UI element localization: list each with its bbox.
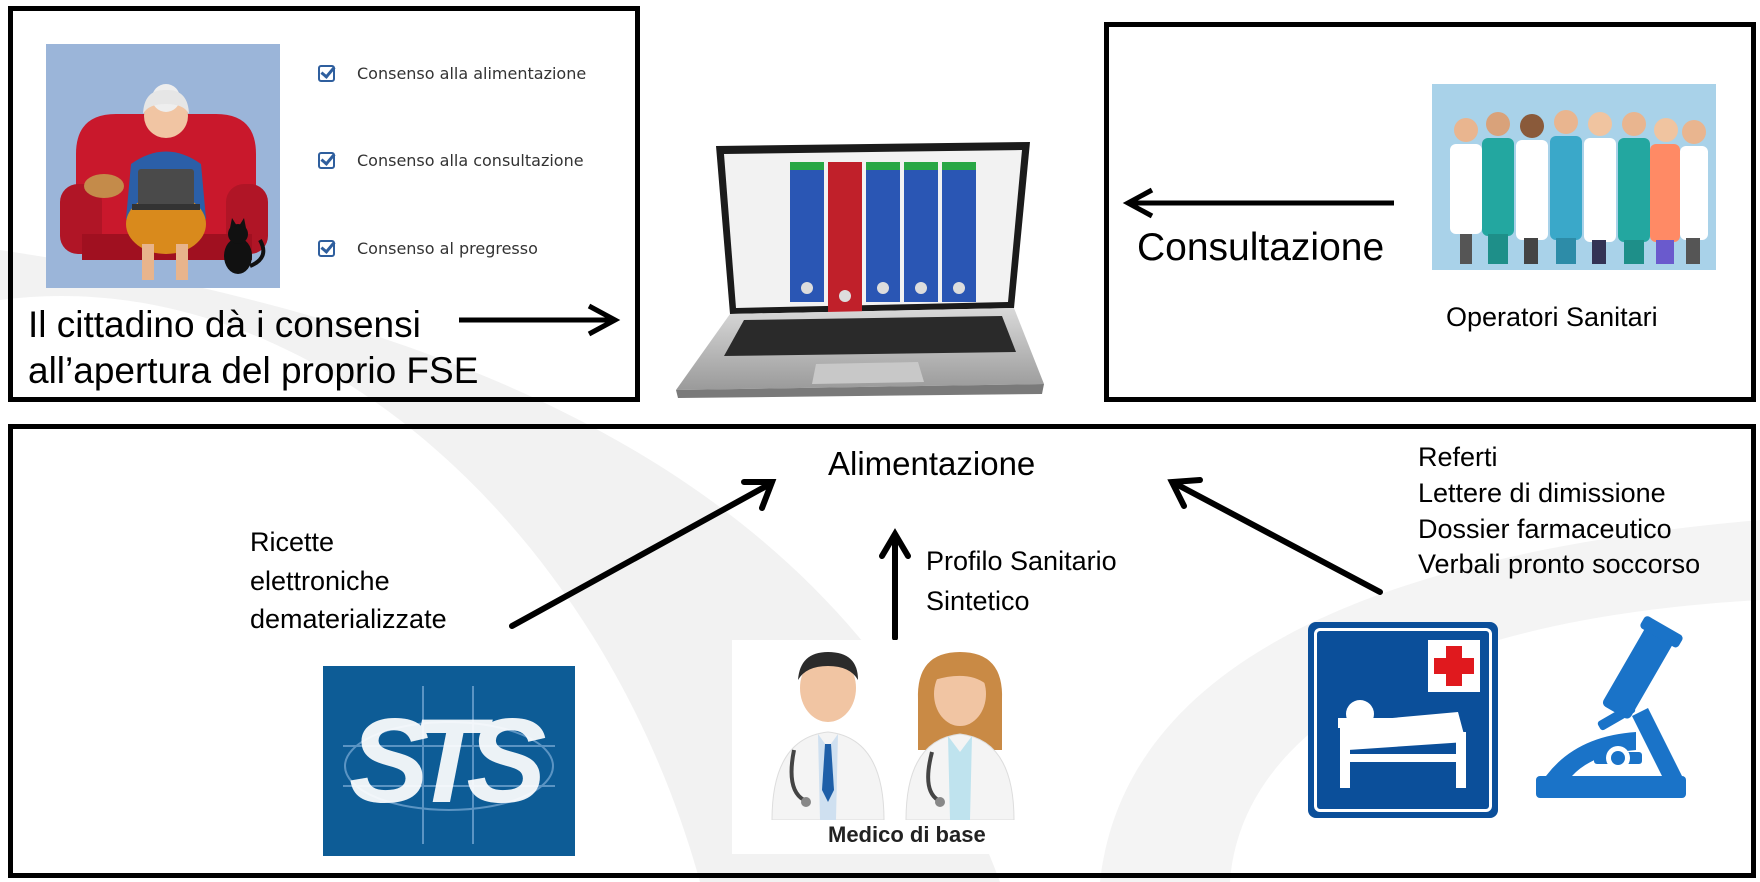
- arrow-to-fse: [459, 303, 621, 337]
- citizen-illustration: [46, 44, 280, 288]
- prescriptions-line1: Ricette: [250, 527, 335, 557]
- healthcare-workers-label: Operatori Sanitari: [1446, 302, 1658, 332]
- citizen-caption-line2: all’apertura del proprio FSE: [28, 350, 479, 391]
- citizen-caption-line1: Il cittadino dà i consensi: [28, 304, 421, 345]
- gp-docs-line2: Sintetico: [926, 586, 1030, 616]
- gp-docs-line1: Profilo Sanitario: [926, 546, 1117, 576]
- citizen-consent-panel: [8, 6, 640, 402]
- consultation-label: Consultazione: [1137, 226, 1385, 269]
- feeding-title: Alimentazione: [828, 445, 1036, 482]
- hospital-sign-icon: [1308, 622, 1498, 818]
- checkbox-checked-icon[interactable]: [318, 152, 335, 169]
- consent-label: Consenso alla alimentazione: [357, 64, 587, 83]
- sts-logo: STS: [323, 666, 575, 856]
- hospital-docs-line2: Lettere di dimissione: [1418, 478, 1666, 508]
- microscope-icon: [1536, 616, 1688, 800]
- consent-past[interactable]: Consenso al pregresso: [318, 239, 538, 258]
- hospital-docs-line4: Verbali pronto soccorso: [1418, 549, 1701, 579]
- feeding-panel: [8, 424, 1756, 878]
- gp-label: Medico di base: [828, 822, 986, 847]
- arrow-consultation: [1122, 187, 1394, 219]
- consent-label: Consenso alla consultazione: [357, 151, 584, 170]
- prescriptions-line2: elettroniche: [250, 566, 390, 596]
- consultation-panel: [1104, 22, 1756, 402]
- consent-feeding[interactable]: Consenso alla alimentazione: [318, 64, 586, 83]
- sts-logo-text: STS: [349, 694, 546, 828]
- consent-consultation[interactable]: Consenso alla consultazione: [318, 151, 584, 170]
- consent-label: Consenso al pregresso: [357, 239, 538, 258]
- hospital-docs-line1: Referti: [1418, 442, 1498, 472]
- checkbox-checked-icon[interactable]: [318, 65, 335, 82]
- hospital-docs-line3: Dossier farmaceutico: [1418, 514, 1672, 544]
- checkbox-checked-icon[interactable]: [318, 240, 335, 257]
- gp-doctors-illustration: Medico di base: [732, 640, 1054, 854]
- healthcare-workers-illustration: [1432, 84, 1716, 270]
- fse-laptop-illustration: [672, 138, 1052, 398]
- prescriptions-line3: dematerializzate: [250, 604, 447, 634]
